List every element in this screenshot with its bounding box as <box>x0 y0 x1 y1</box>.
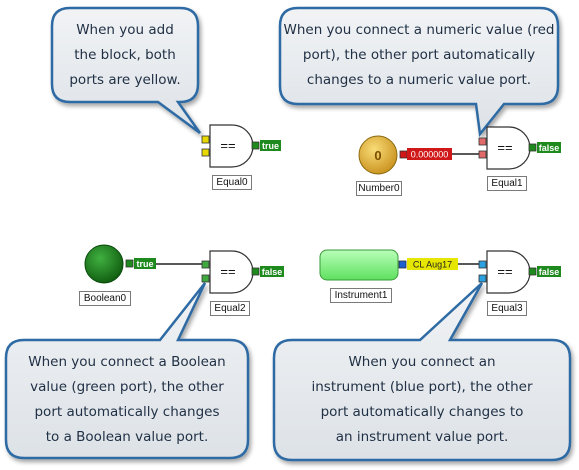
callout-br-line-2: instrument (blue port), the other <box>311 379 533 395</box>
callout-br-line-3: port automatically changes to <box>320 404 524 420</box>
equal3-operator: == <box>497 264 512 279</box>
callout-tr-line-2: port), the other port automatically <box>302 47 536 63</box>
equal2-output-value: false <box>262 267 283 277</box>
equal2-output-badge <box>260 266 284 277</box>
number0-circle[interactable] <box>358 135 398 175</box>
callout-text-tr: When you connect a numeric value (red po… <box>282 18 556 93</box>
equal0-output-value: true <box>262 141 279 151</box>
instrument1-output-value: CL Aug17 <box>413 260 452 270</box>
equal1-output-port[interactable] <box>528 143 537 152</box>
callout-bubble-tl <box>50 6 202 135</box>
number0-output-badge <box>407 148 452 160</box>
equal1-block[interactable]: == false <box>478 126 561 170</box>
equal1-label[interactable]: Equal1 <box>487 176 527 191</box>
equal2-operator: == <box>220 264 235 279</box>
number0-node[interactable]: 0 0.000000 <box>358 135 452 175</box>
equal3-input-port-b[interactable] <box>478 274 487 283</box>
callout-tr-line-3: changes to a numeric value port. <box>306 72 532 88</box>
equal0-input-port-a[interactable] <box>201 135 210 144</box>
boolean0-output-value: true <box>136 259 153 269</box>
equal1-output-value: false <box>539 143 560 153</box>
equal0-output-badge <box>260 140 281 151</box>
equal1-operator: == <box>497 140 512 155</box>
callout-tl-line-3: ports are yellow. <box>69 72 181 88</box>
equal3-output-value: false <box>539 267 560 277</box>
callout-text-tl: When you add the block, both ports are y… <box>54 18 196 93</box>
equal2-input-port-a[interactable] <box>201 260 210 269</box>
callout-br-line-1: When you connect an <box>348 354 496 370</box>
callout-bl-line-4: to a Boolean value port. <box>45 429 209 445</box>
callout-text-bl: When you connect a Boolean value (green … <box>8 350 246 450</box>
instrument1-label[interactable]: Instrument1 <box>330 288 392 303</box>
equal3-output-badge <box>537 266 561 277</box>
callout-bl-line-3: port automatically changes <box>34 404 220 420</box>
boolean0-output-badge <box>134 258 156 269</box>
callout-tl-line-1: When you add <box>76 22 174 38</box>
number0-value: 0 <box>374 148 381 163</box>
callout-bubble-br <box>272 282 572 462</box>
equal2-input-port-b[interactable] <box>201 274 210 283</box>
equal0-operator: == <box>220 138 235 153</box>
boolean0-label[interactable]: Boolean0 <box>79 291 131 306</box>
number0-output-port[interactable] <box>399 150 408 159</box>
equal0-block[interactable]: == true <box>201 124 281 168</box>
callout-br-line-4: an instrument value port. <box>335 429 509 445</box>
boolean0-circle[interactable] <box>84 244 124 284</box>
equal1-output-badge <box>537 142 561 153</box>
number0-output-value: 0.000000 <box>411 150 449 160</box>
equal1-input-port-b[interactable] <box>478 150 487 159</box>
callout-bl-line-1: When you connect a Boolean <box>28 354 226 370</box>
equal1-input-port-a[interactable] <box>478 137 487 146</box>
equal0-label[interactable]: Equal0 <box>212 175 252 190</box>
equal3-input-port-a[interactable] <box>478 260 487 269</box>
equal2-block[interactable]: == false <box>201 250 284 294</box>
boolean0-node[interactable]: true <box>84 244 156 284</box>
callout-bl-line-2: value (green port), the other <box>30 379 224 395</box>
callout-tl-line-2: the block, both <box>74 47 176 63</box>
callout-bubble-bl <box>4 282 250 460</box>
instrument1-node[interactable]: CL Aug17 <box>319 249 458 281</box>
equal0-input-port-b[interactable] <box>201 148 210 157</box>
number0-label[interactable]: Number0 <box>356 181 402 196</box>
instrument1-output-badge <box>407 258 458 270</box>
equal3-label[interactable]: Equal3 <box>487 301 527 316</box>
equal3-output-port[interactable] <box>528 267 537 276</box>
equal3-block[interactable]: == false <box>478 250 561 294</box>
instrument1-body[interactable] <box>319 249 399 281</box>
equal2-label[interactable]: Equal2 <box>210 301 250 316</box>
equal2-output-port[interactable] <box>251 267 260 276</box>
instrument1-output-port[interactable] <box>398 260 407 269</box>
callout-bubble-tr <box>278 6 560 138</box>
boolean0-output-port[interactable] <box>125 259 134 268</box>
callout-tr-line-1: When you connect a numeric value (red <box>283 22 555 38</box>
equal0-output-port[interactable] <box>251 141 260 150</box>
callout-text-br: When you connect an instrument (blue por… <box>276 350 568 450</box>
